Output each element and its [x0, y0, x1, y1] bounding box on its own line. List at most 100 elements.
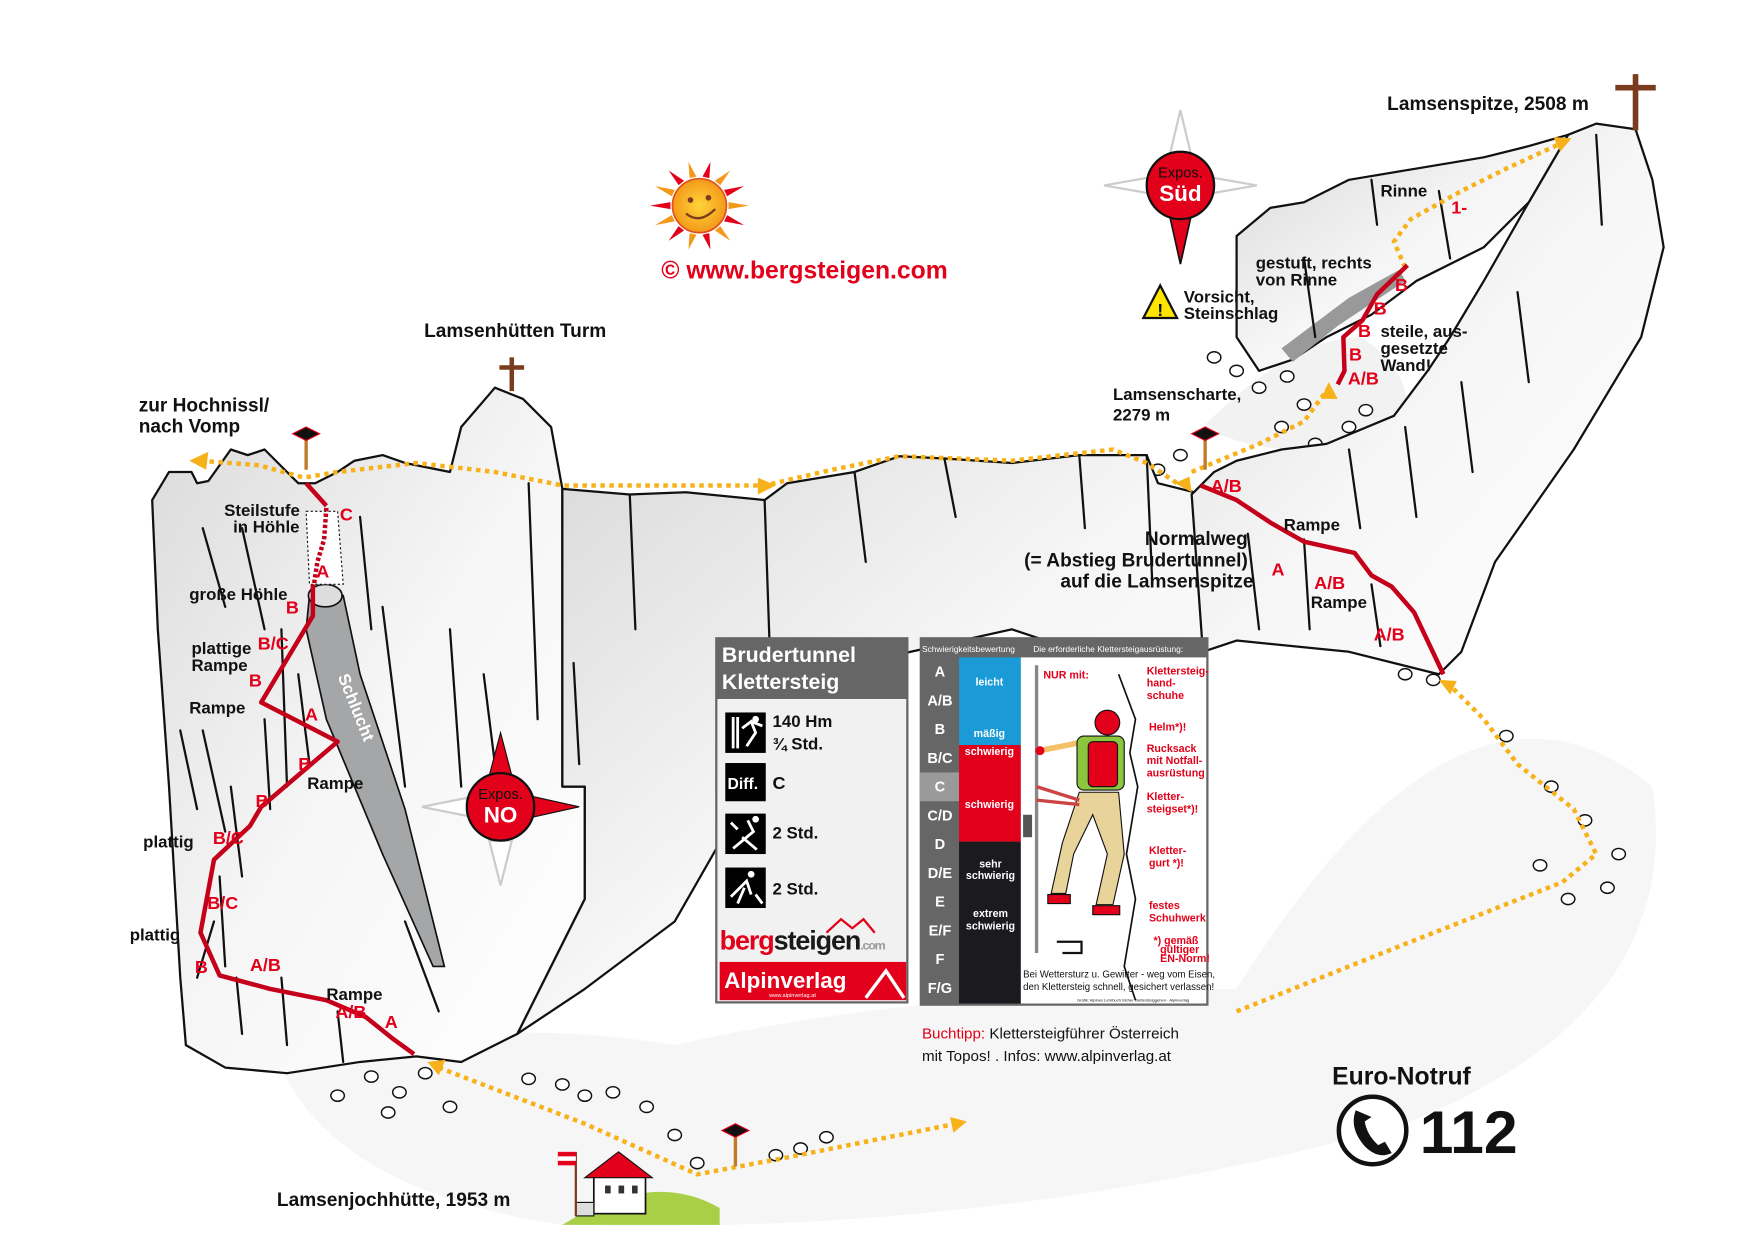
svg-text:plattig: plattig [143, 832, 194, 851]
emergency-number[interactable]: 112 [1420, 1098, 1518, 1166]
svg-text:(= Abstieg Brudertunnel): (= Abstieg Brudertunnel) [1024, 550, 1248, 571]
svg-text:Kletter-: Kletter- [1149, 845, 1187, 857]
right-route-grades: A/B A A/B A/B A/B B B B B 1- [1211, 198, 1467, 645]
svg-text:B: B [298, 754, 311, 774]
difficulty-icon [725, 763, 766, 802]
route-title: Klettersteig [722, 670, 839, 694]
svg-text:gültiger: gültiger [1160, 944, 1199, 956]
emergency-title: Euro-Notruf [1332, 1063, 1471, 1090]
svg-text:www.alpinverlag.at: www.alpinverlag.at [768, 993, 816, 999]
signpost-icon [720, 1123, 751, 1167]
summit-cross-icon [499, 357, 525, 392]
scree-stone [1599, 881, 1615, 895]
svg-text:schwierig: schwierig [966, 870, 1015, 882]
bergsteigen-logo[interactable]: bergsteigen.com [720, 917, 887, 956]
svg-text:Klettersteig-: Klettersteig- [1147, 665, 1210, 677]
descent-path [1235, 683, 1600, 1014]
route-info-box: Brudertunnel Klettersteig 140 Hm ¾ Std. … [715, 637, 909, 1004]
arrow-icon [189, 451, 209, 470]
scree-stone [1206, 351, 1222, 364]
copyright-url[interactable]: © www.bergsteigen.com [661, 258, 948, 285]
sun-ray [688, 233, 697, 250]
scree-stone [330, 1089, 346, 1103]
grade-item: A [935, 665, 946, 681]
phone-icon [1336, 1094, 1409, 1167]
arrow-icon [950, 1117, 967, 1133]
grade-item: F [935, 952, 944, 968]
scree-stone [521, 1072, 537, 1086]
sun-ray [650, 202, 671, 210]
sun-ray [668, 226, 685, 241]
grade-item: E/F [929, 923, 952, 939]
buchtipp: Buchtipp: Klettersteigführer Österreich [922, 1024, 1179, 1042]
exposure-value: Süd [1159, 181, 1201, 206]
svg-text:Wand!: Wand! [1380, 356, 1431, 375]
svg-text:A: A [316, 562, 329, 582]
scree-stone [1229, 364, 1245, 378]
sun-ray [668, 170, 685, 186]
normalweg-route [1199, 263, 1446, 676]
alpinverlag-logo[interactable]: Alpinverlag www.alpinverlag.at [719, 961, 907, 1001]
svg-text:B: B [286, 598, 299, 618]
klettersteig-route [198, 481, 416, 1056]
svg-text:steigset*)!: steigset*)! [1147, 803, 1199, 815]
hut-icon [557, 1151, 720, 1225]
svg-text:Schwierigkeitsbewertung: Schwierigkeitsbewertung [922, 644, 1015, 654]
exposure-value: NO [484, 803, 518, 828]
arrow-icon [427, 1059, 446, 1076]
svg-text:B: B [1349, 345, 1362, 365]
right-route-labels: Rinne gestuft, rechts von Rinne steile, … [1024, 182, 1467, 612]
svg-text:Kletter-: Kletter- [1147, 791, 1185, 803]
summit-cross-icon [1615, 74, 1656, 131]
scree-stone [1498, 729, 1514, 743]
scree-stone [667, 1128, 683, 1142]
svg-text:NUR mit:: NUR mit: [1043, 670, 1089, 682]
scree-stone [1279, 370, 1295, 383]
sun-icon [650, 161, 749, 250]
svg-text:B/C: B/C [207, 893, 238, 913]
direction-label: zur Hochnissl/ [139, 395, 270, 416]
svg-text:B: B [195, 957, 208, 977]
grade-item: B [935, 722, 946, 738]
sun-ray [702, 161, 711, 179]
exposure-label: Expos. [1158, 166, 1203, 182]
svg-text:A/B: A/B [335, 1002, 366, 1022]
sun-ray [714, 226, 731, 241]
scree-stone [391, 1085, 407, 1099]
arrow-icon [1553, 137, 1572, 152]
direction-label: nach Vomp [139, 417, 241, 438]
scree-stone [577, 1089, 593, 1103]
buchtipp-link[interactable]: mit Topos! . Infos: www.alpinverlag.at [922, 1048, 1172, 1065]
scharte-path [1190, 386, 1331, 475]
climber-illustration [1023, 665, 1139, 1001]
svg-text:Rampe: Rampe [1311, 593, 1367, 612]
grade-panel: Schwierigkeitsbewertung Die erforderlich… [919, 637, 1215, 1006]
sun-ray [688, 161, 697, 179]
svg-text:Rucksack: Rucksack [1147, 743, 1197, 755]
scree-stone [417, 1066, 433, 1080]
svg-text:A: A [305, 704, 318, 724]
svg-text:auf die Lamsenspitze: auf die Lamsenspitze [1060, 572, 1253, 593]
scree-stone [1611, 847, 1627, 861]
svg-text:Rinne: Rinne [1380, 182, 1427, 201]
svg-text:Rampe: Rampe [189, 699, 245, 718]
warning-text: Steinschlag [1184, 304, 1279, 323]
grade-scale: AA/BBB/CCC/DDD/EEE/FFF/G [919, 665, 960, 997]
scree-stone [363, 1070, 379, 1083]
scree-stone [1425, 673, 1441, 687]
svg-text:EN-Norm!: EN-Norm! [1160, 953, 1210, 965]
arrow-icon [757, 477, 776, 495]
grade-item: D/E [928, 866, 953, 882]
sun-ray [714, 170, 731, 186]
grade-item: D [935, 837, 946, 853]
svg-text:mit Notfall-: mit Notfall- [1147, 755, 1203, 767]
svg-text:A/B: A/B [1211, 476, 1242, 496]
scree-stone [793, 1142, 809, 1155]
svg-text:1-: 1- [1451, 198, 1467, 218]
svg-text:B: B [1395, 275, 1408, 295]
sun-ray [728, 202, 749, 210]
svg-text:C: C [340, 504, 353, 524]
svg-text:B: B [1374, 299, 1387, 319]
svg-text:!: ! [1157, 300, 1163, 320]
